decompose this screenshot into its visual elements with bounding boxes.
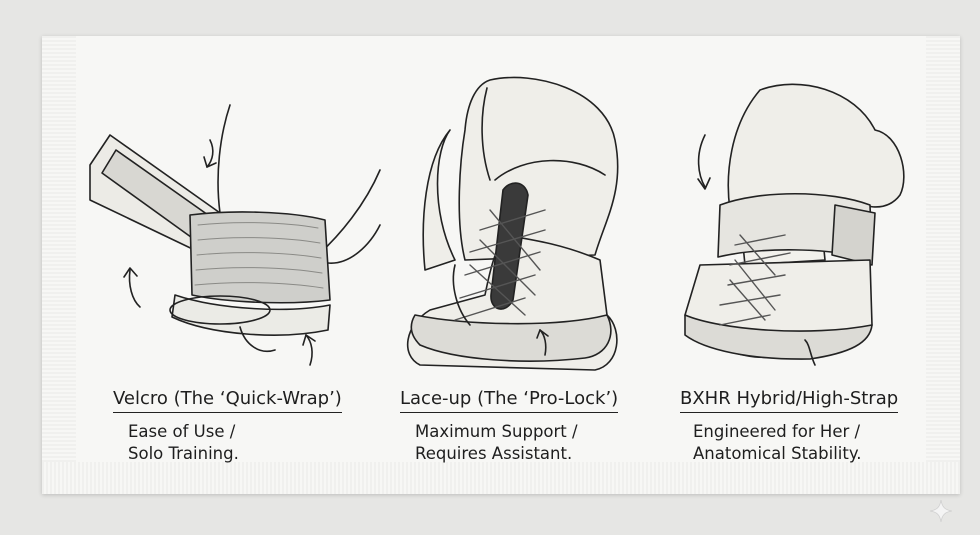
hybrid-desc-line2: Anatomical Stability. bbox=[693, 444, 862, 463]
napkin-bottom-edge bbox=[42, 462, 960, 494]
velcro-desc-line2: Solo Training. bbox=[128, 444, 239, 463]
sparkle-icon bbox=[929, 499, 953, 523]
hybrid-title: BXHR Hybrid/High-Strap bbox=[680, 388, 899, 413]
lace-up-desc-line1: Maximum Support / bbox=[415, 422, 578, 441]
lace-up-title: Lace-up (The ‘Pro-Lock’) bbox=[400, 388, 619, 413]
lace-up-glove-icon bbox=[395, 70, 635, 375]
lace-up-desc-line2: Requires Assistant. bbox=[415, 444, 573, 463]
velcro-glove-icon bbox=[80, 95, 381, 370]
hybrid-strap-glove-icon bbox=[660, 75, 915, 375]
napkin-right-edge bbox=[926, 36, 960, 494]
velcro-desc-line1: Ease of Use / bbox=[128, 422, 236, 441]
velcro-title: Velcro (The ‘Quick-Wrap’) bbox=[113, 388, 342, 413]
napkin-left-edge bbox=[42, 36, 76, 494]
hybrid-desc-line1: Engineered for Her / bbox=[693, 422, 861, 441]
